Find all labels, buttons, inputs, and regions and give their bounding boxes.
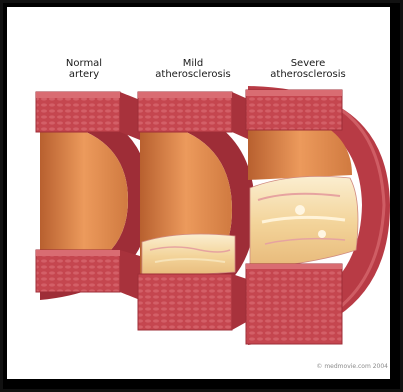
label-normal-artery: Normal artery bbox=[54, 58, 114, 80]
label-severe-atherosclerosis: Severe atherosclerosis bbox=[248, 58, 368, 80]
severe-atherosclerosis-artery bbox=[246, 86, 390, 345]
label-mild-atherosclerosis: Mild atherosclerosis bbox=[138, 58, 248, 80]
credit-text: © medmovie.com 2004 bbox=[268, 363, 388, 370]
mild-atherosclerosis-artery bbox=[138, 92, 255, 330]
normal-artery bbox=[36, 92, 150, 300]
